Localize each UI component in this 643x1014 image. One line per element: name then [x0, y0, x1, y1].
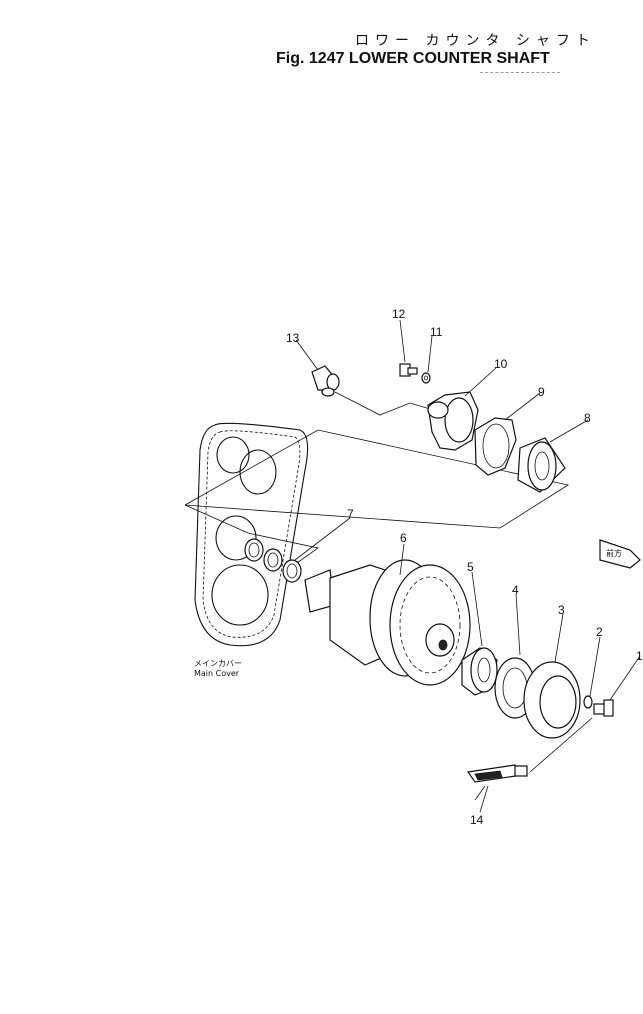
main-cover-label-en: Main Cover [194, 669, 240, 678]
main-cover-label: メインカバー Main Cover [194, 659, 242, 678]
callout-6: 6 [400, 531, 407, 545]
callout-11: 11 [430, 325, 443, 339]
callout-2: 2 [596, 625, 603, 639]
callout-14: 14 [470, 813, 484, 827]
part-3-cover [523, 661, 581, 739]
main-cover [194, 422, 309, 647]
part-10-bearing-cover [427, 391, 479, 451]
title-english: Fig. 1247 LOWER COUNTER SHAFT [276, 50, 550, 67]
callout-10: 10 [494, 357, 508, 371]
callout-4: 4 [512, 583, 519, 597]
callout-12: 12 [392, 307, 406, 321]
part-13-elbow-fitting [311, 365, 340, 397]
part-2-washer [583, 695, 593, 709]
part-6-counter-shaft [304, 559, 471, 686]
part-12-bolt [399, 363, 418, 377]
main-cover-label-jp: メインカバー [194, 659, 242, 668]
callout-1: 1 [636, 649, 643, 663]
front-direction-tag: 前方 [606, 548, 622, 558]
assembly-lines [184, 391, 593, 801]
front-direction-arrow: 前方 [599, 539, 641, 569]
callout-9: 9 [538, 385, 545, 399]
part-1-bolt [593, 699, 614, 717]
part-8-bearing [517, 437, 566, 493]
callout-7: 7 [347, 507, 354, 521]
part-7-rings [244, 538, 302, 583]
leader-lines [294, 319, 641, 813]
title-japanese: ロワー カウンタ シャフト [355, 33, 596, 49]
callout-13: 13 [286, 331, 300, 345]
callout-3: 3 [558, 603, 565, 617]
part-11-washer [421, 372, 431, 384]
part-14-sealant-tube [466, 764, 528, 783]
part-5-bearing [461, 647, 498, 696]
part-9-gasket [474, 417, 517, 476]
title-underline [480, 72, 560, 73]
callout-5: 5 [467, 560, 474, 574]
callout-numbers: 13 12 11 10 9 8 7 6 5 4 3 2 1 14 [286, 307, 643, 827]
callout-8: 8 [584, 411, 591, 425]
